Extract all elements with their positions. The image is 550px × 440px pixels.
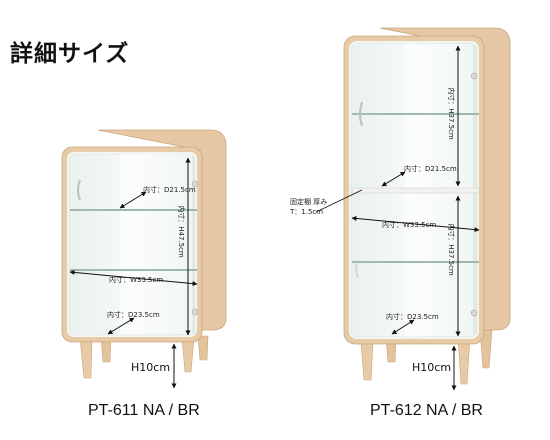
large-fixed-shelf <box>351 187 480 194</box>
large-shelf-note-line1: 固定棚 厚み <box>290 198 328 206</box>
large-door-handle-upper <box>359 101 363 127</box>
small-leg-front-left <box>79 337 93 379</box>
large-hinge-bottom <box>470 309 478 317</box>
small-depth-bottom-arrow <box>107 317 135 335</box>
small-door-handle <box>77 179 81 201</box>
large-depth-mid-arrow <box>381 171 406 187</box>
small-back-panel <box>120 154 192 334</box>
small-leg-back-right <box>197 335 209 361</box>
large-door-handle-lower <box>355 261 359 279</box>
small-leg-height-label: H10cm <box>131 361 171 374</box>
small-depth-top-arrow <box>119 191 147 209</box>
large-width-inner-label: 内寸：W33.5cm <box>382 221 437 229</box>
page-title: 詳細サイズ <box>10 41 130 67</box>
large-hinge-top <box>470 72 478 80</box>
small-depth-top-label: 内寸：D21.5cm <box>143 186 196 194</box>
small-model-name: PT-611 NA / BR <box>88 402 200 419</box>
large-cabinet <box>315 27 511 391</box>
large-shelf-note-line2: T：1.5cm <box>290 208 324 216</box>
large-depth-bottom-arrow <box>391 319 415 335</box>
large-leg-front-left <box>360 341 374 381</box>
small-cabinet <box>61 129 227 389</box>
small-width-inner-label: 内寸：W33.5cm <box>109 276 164 284</box>
small-leg-front-right <box>181 337 195 373</box>
small-hinge-top <box>191 180 199 188</box>
large-leg-height-label: H10cm <box>412 361 452 374</box>
small-width-arrow <box>69 269 198 287</box>
large-depth-bottom-label: 内寸：D23.5cm <box>386 313 439 321</box>
large-depth-mid-label: 内寸：D21.5cm <box>404 165 457 173</box>
large-model-name: PT-612 NA / BR <box>370 402 483 419</box>
large-leg-front-right <box>457 337 471 385</box>
large-height-upper-label: 内寸：H37.5cm <box>446 87 455 140</box>
small-depth-bottom-label: 内寸：D23.5cm <box>107 311 160 319</box>
large-height-lower-label: 内寸：H37.5cm <box>446 223 455 276</box>
small-height-inner-label: 内寸：H47.5cm <box>176 205 185 258</box>
large-shelf-pointer <box>315 189 363 213</box>
small-hinge-bottom <box>191 308 199 316</box>
